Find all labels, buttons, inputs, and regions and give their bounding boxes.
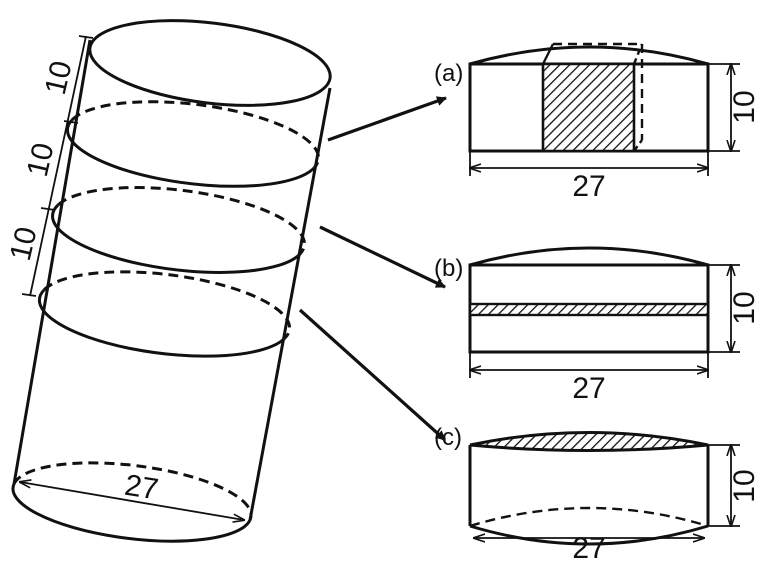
core-segment-label-1: 10 [39,58,79,98]
core-segment-label-3: 10 [4,224,44,264]
arrow-to-sample-b [319,225,446,289]
sample-a-tag: (a) [434,60,463,87]
sample-b: (b) 27 10 [434,246,761,405]
cut-plane-1 [66,100,320,188]
arrow-to-sample-a [327,96,447,142]
sample-a-width-label: 27 [572,170,605,203]
sample-a-height-label: 10 [728,90,761,123]
cut-plane-2 [51,186,306,274]
sample-b-height-label: 10 [728,291,761,324]
sample-b-tag: (b) [434,255,463,282]
sample-a: (a) 27 10 [434,42,761,203]
core-segment-dimension [21,35,94,297]
core-right-edge [248,87,332,521]
sample-c-tag: (c) [434,424,462,451]
sample-b-width-label: 27 [572,372,605,405]
core-diameter-label: 27 [122,469,160,507]
core-top-face [88,19,332,107]
arrow-to-sample-c [298,308,447,442]
cut-plane-3 [37,270,292,358]
sample-c-width-label: 27 [572,532,605,563]
sample-c-height-label: 10 [728,469,761,502]
sample-c: (c) 27 10 [434,424,761,563]
core-diameter-line [20,482,244,520]
core-segment-label-2: 10 [21,140,61,180]
